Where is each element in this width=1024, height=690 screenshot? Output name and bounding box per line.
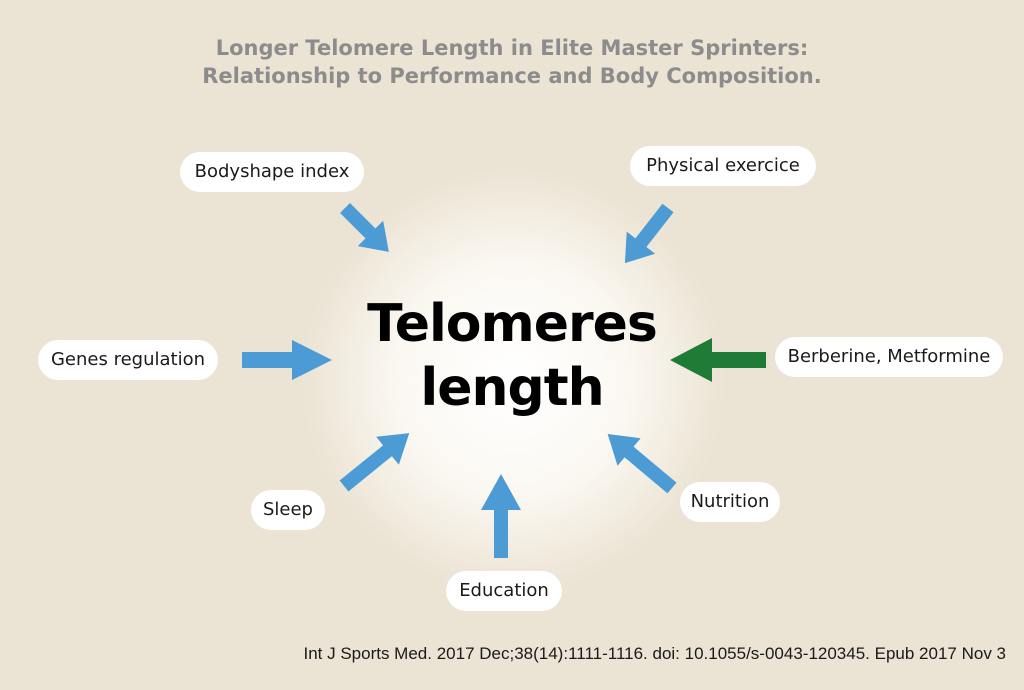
factor-nutrition: Nutrition (680, 482, 780, 522)
arrow-genes (242, 340, 332, 380)
arrow-sleep (339, 433, 410, 492)
arrow-bodyshape (340, 203, 389, 252)
arrow-education (481, 474, 521, 558)
factor-education: Education (446, 571, 562, 611)
title-line-1: Longer Telomere Length in Elite Master S… (215, 36, 809, 60)
citation: Int J Sports Med. 2017 Dec;38(14):1111-1… (303, 644, 1006, 663)
factor-berberine-metformine: Berberine, Metformine (775, 337, 1003, 377)
factor-genes-regulation: Genes regulation (38, 340, 218, 380)
center-label: Telomeres length (312, 292, 712, 420)
factor-physical-exercise: Physical exercice (630, 146, 816, 186)
arrow-nutrition (607, 434, 677, 494)
arrow-berberine (670, 338, 766, 382)
factor-sleep: Sleep (251, 490, 325, 530)
factor-bodyshape-index: Bodyshape index (180, 152, 364, 192)
arrow-physical (624, 203, 674, 264)
center-line-1: Telomeres (367, 294, 658, 354)
title-line-2: Relationship to Performance and Body Com… (202, 64, 822, 88)
center-line-2: length (420, 358, 604, 418)
diagram-title: Longer Telomere Length in Elite Master S… (0, 34, 1024, 90)
